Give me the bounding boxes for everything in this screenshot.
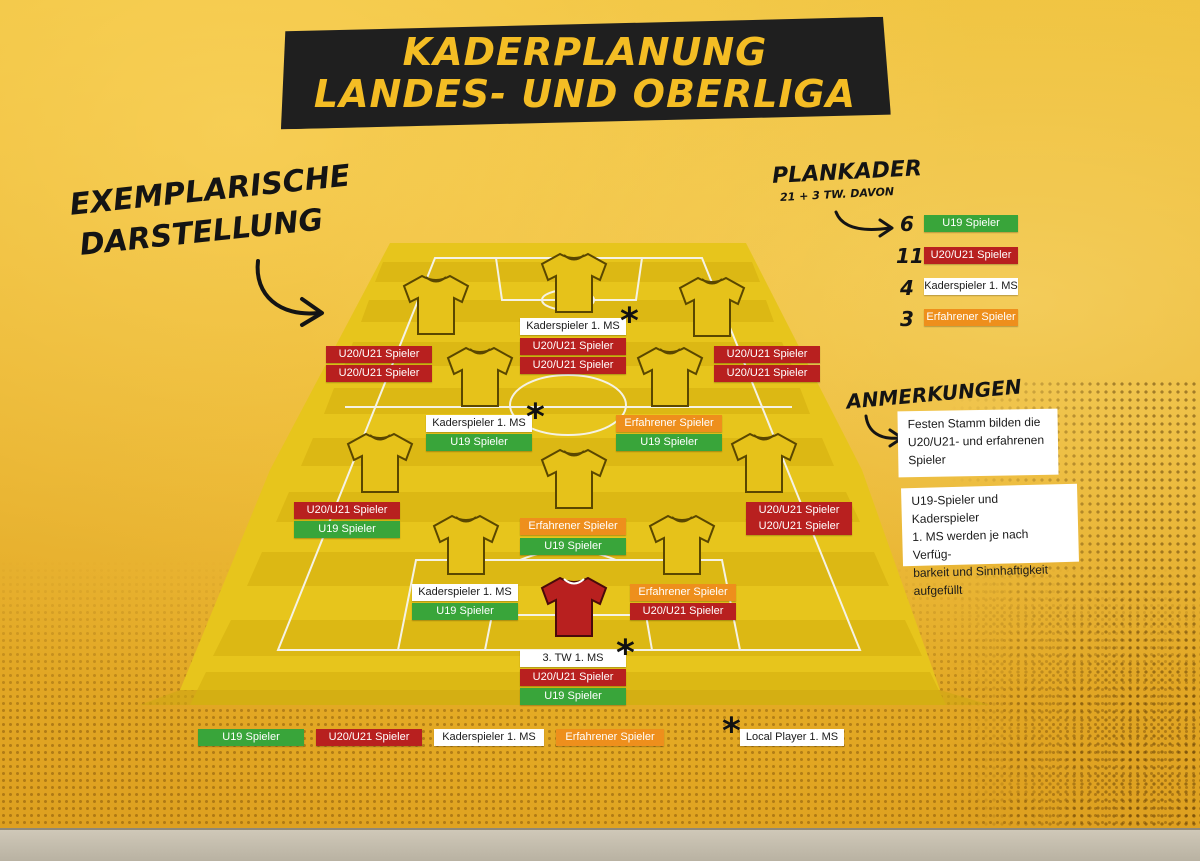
shirt-icon [678, 276, 746, 337]
label-u20: U20/U21 Spieler [520, 669, 626, 686]
arrow-plankader-icon [834, 210, 894, 238]
label-kaderspieler: Kaderspieler 1. MS [426, 415, 532, 432]
label-u20: U20/U21 Spieler [294, 502, 400, 519]
legend-star-icon: * [722, 711, 741, 752]
local-player-star-icon: * [526, 397, 545, 438]
shirt-icon [432, 514, 500, 575]
note-auffuellung-line-1: U19-Spieler und Kaderspieler [911, 491, 999, 527]
label-u20: U20/U21 Spieler [746, 518, 852, 535]
legend-local-player: Local Player 1. MS [740, 729, 844, 746]
plankader-label-u19: U19 Spieler [924, 215, 1018, 232]
plankader-label-kaderspieler: Kaderspieler 1. MS [924, 278, 1018, 295]
label-u19: U19 Spieler [426, 434, 532, 451]
note-stamm-line-3: Spieler [908, 452, 946, 468]
local-player-star-icon: * [616, 633, 635, 674]
label-u20: U20/U21 Spieler [326, 346, 432, 363]
note-auffuellung: U19-Spieler und Kaderspieler 1. MS werde… [901, 483, 1079, 598]
plankader-label-u20: U20/U21 Spieler [924, 247, 1018, 264]
label-u19: U19 Spieler [412, 603, 518, 620]
label-erfahrener: Erfahrener Spieler [616, 415, 722, 432]
label-kaderspieler: Kaderspieler 1. MS [520, 318, 626, 335]
legend-u19: U19 Spieler [198, 729, 304, 746]
shirt-icon [346, 432, 414, 493]
label-u20: U20/U21 Spieler [746, 502, 852, 519]
note-stamm-line-2: U20/U21- und erfahrenen [907, 432, 1045, 450]
plankader-count-u20: 11 [896, 244, 924, 268]
note-auffuellung-line-2: 1. MS werden je nach Verfüg- [912, 527, 1029, 563]
label-u20: U20/U21 Spieler [630, 603, 736, 620]
label-u19: U19 Spieler [520, 538, 626, 555]
legend-erfahrener: Erfahrener Spieler [556, 729, 664, 746]
shirt-icon [540, 448, 608, 509]
label-u19: U19 Spieler [616, 434, 722, 451]
plankader-count-u19: 6 [900, 212, 914, 236]
legend-u20: U20/U21 Spieler [316, 729, 422, 746]
note-stamm: Festen Stamm bilden die U20/U21- und erf… [897, 408, 1059, 478]
arrow-exemplarische-icon [255, 259, 324, 327]
label-goalkeeper-3tw: 3. TW 1. MS [520, 650, 626, 667]
floor-strip [0, 828, 1200, 861]
label-u20: U20/U21 Spieler [520, 338, 626, 355]
legend-kaderspieler: Kaderspieler 1. MS [434, 729, 544, 746]
goalkeeper-shirt-icon [540, 576, 608, 637]
label-erfahrener: Erfahrener Spieler [630, 584, 736, 601]
shirt-icon [402, 274, 470, 335]
plankader-label-erfahrener: Erfahrener Spieler [924, 309, 1018, 326]
shirt-icon [446, 346, 514, 407]
label-u20: U20/U21 Spieler [714, 346, 820, 363]
plankader-count-kaderspieler: 4 [900, 276, 914, 300]
title-line-2: LANDES- UND OBERLIGA [313, 72, 857, 116]
label-kaderspieler: Kaderspieler 1. MS [412, 584, 518, 601]
shirt-icon [636, 346, 704, 407]
label-u20: U20/U21 Spieler [326, 365, 432, 382]
label-u20: U20/U21 Spieler [714, 365, 820, 382]
title-line-1: KADERPLANUNG [402, 30, 768, 74]
label-u19: U19 Spieler [520, 688, 626, 705]
shirt-icon [648, 514, 716, 575]
shirt-icon [540, 252, 608, 313]
label-u19: U19 Spieler [294, 521, 400, 538]
plankader-count-erfahrener: 3 [900, 307, 914, 331]
shirt-icon [730, 432, 798, 493]
label-erfahrener: Erfahrener Spieler [520, 518, 626, 535]
local-player-star-icon: * [620, 301, 639, 342]
label-u20: U20/U21 Spieler [520, 357, 626, 374]
